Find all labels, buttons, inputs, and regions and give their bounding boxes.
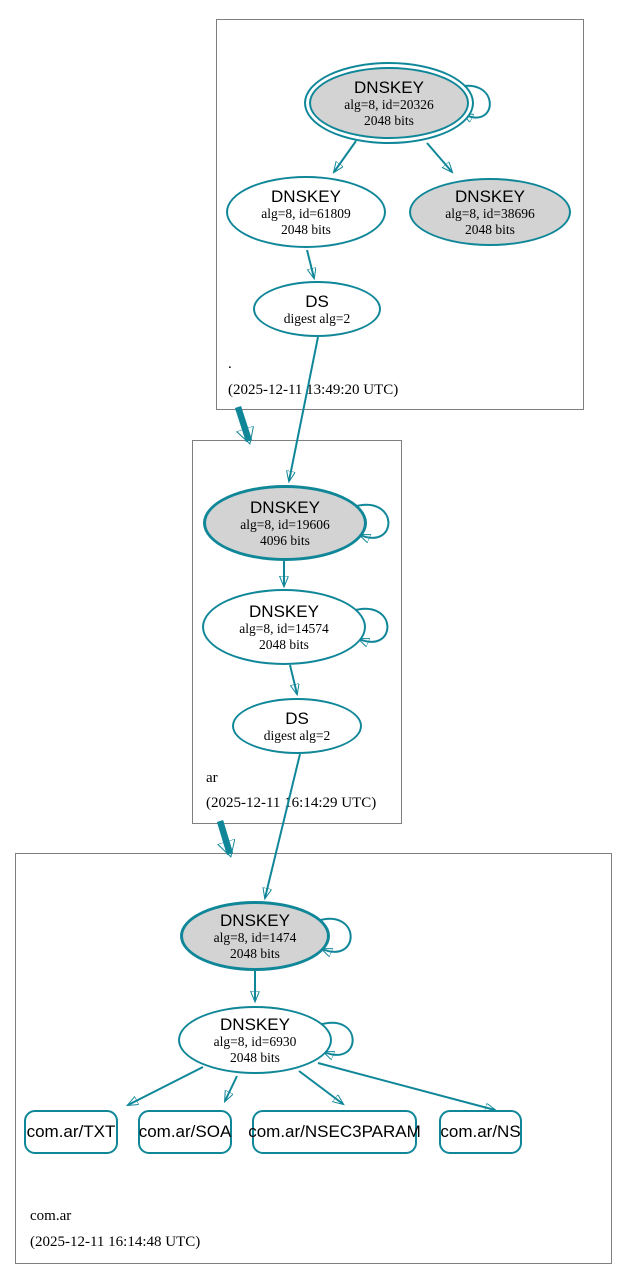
dnskey-61809-alg: alg=8, id=61809 <box>261 205 351 221</box>
edge-delegation-root-to-ar <box>234 405 249 441</box>
ds-ar-title: DS <box>285 708 309 728</box>
edge-delegation-ar-to-comar <box>220 820 230 854</box>
dnskey-20326-alg: alg=8, id=20326 <box>344 96 434 112</box>
dnskey-38696-alg: alg=8, id=38696 <box>445 205 535 221</box>
dnskey-6930-node: DNSKEY alg=8, id=6930 2048 bits <box>178 1006 332 1074</box>
ds-root-node: DS digest alg=2 <box>253 281 381 337</box>
dnskey-6930-title: DNSKEY <box>220 1014 290 1034</box>
dnskey-1474-node: DNSKEY alg=8, id=1474 2048 bits <box>180 901 330 971</box>
dnskey-61809-bits: 2048 bits <box>281 221 331 237</box>
dnskey-20326-inner-ring: DNSKEY alg=8, id=20326 2048 bits <box>309 67 469 139</box>
zone-timestamp-root: (2025-12-11 13:49:20 UTC) <box>228 382 399 398</box>
rrset-com-ar-txt: com.ar/TXT <box>24 1110 118 1154</box>
dnskey-38696-bits: 2048 bits <box>465 221 515 237</box>
dnskey-6930-alg: alg=8, id=6930 <box>213 1033 297 1049</box>
dnskey-14574-node: DNSKEY alg=8, id=14574 2048 bits <box>202 589 366 665</box>
ds-root-title: DS <box>305 291 329 311</box>
ds-ar-node: DS digest alg=2 <box>232 698 362 754</box>
dnskey-19606-alg: alg=8, id=19606 <box>240 516 330 532</box>
dnskey-61809-title: DNSKEY <box>271 186 341 206</box>
dnskey-1474-bits: 2048 bits <box>230 945 280 961</box>
ds-ar-detail: digest alg=2 <box>263 727 331 743</box>
dnskey-38696-title: DNSKEY <box>455 186 525 206</box>
dnskey-14574-bits: 2048 bits <box>259 636 309 652</box>
dnskey-19606-title: DNSKEY <box>250 497 320 517</box>
dnskey-38696-node: DNSKEY alg=8, id=38696 2048 bits <box>409 178 571 246</box>
rrset-com-ar-nsec3param: com.ar/NSEC3PARAM <box>248 1110 421 1154</box>
dnskey-19606-node: DNSKEY alg=8, id=19606 4096 bits <box>203 485 367 561</box>
dnskey-6930-bits: 2048 bits <box>230 1049 280 1065</box>
dnskey-20326-bits: 2048 bits <box>364 112 414 128</box>
zone-timestamp-com-ar: (2025-12-11 16:14:48 UTC) <box>30 1234 201 1250</box>
zone-name-com-ar: com.ar <box>30 1208 72 1224</box>
dnskey-14574-alg: alg=8, id=14574 <box>239 620 329 636</box>
dnskey-1474-title: DNSKEY <box>220 910 290 930</box>
rrset-com-ar-soa: com.ar/SOA <box>138 1110 232 1154</box>
dnskey-20326-title: DNSKEY <box>354 77 424 97</box>
zone-name-ar: ar <box>206 770 218 786</box>
dnskey-20326-node: DNSKEY alg=8, id=20326 2048 bits <box>304 62 474 144</box>
zone-name-root: . <box>228 356 232 372</box>
rrset-com-ar-ns: com.ar/NS <box>439 1110 522 1154</box>
dnskey-19606-bits: 4096 bits <box>260 532 310 548</box>
dnskey-14574-title: DNSKEY <box>249 601 319 621</box>
ds-root-detail: digest alg=2 <box>283 310 351 326</box>
dnskey-61809-node: DNSKEY alg=8, id=61809 2048 bits <box>226 176 386 248</box>
dnskey-1474-alg: alg=8, id=1474 <box>213 929 297 945</box>
zone-timestamp-ar: (2025-12-11 16:14:29 UTC) <box>206 795 377 811</box>
